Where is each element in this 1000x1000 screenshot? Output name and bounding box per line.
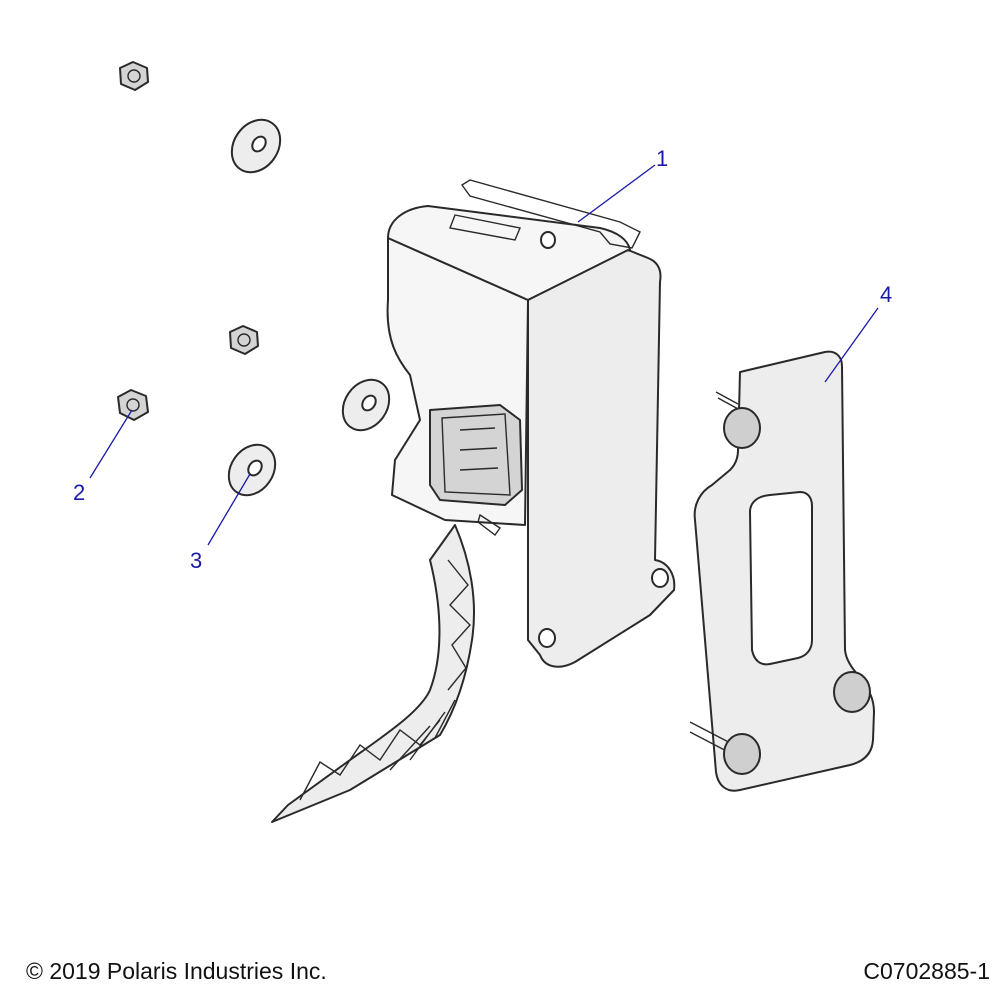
- callout-3: 3: [190, 548, 202, 573]
- leader-line-3: [207, 473, 251, 546]
- leader-line-1: [577, 164, 656, 223]
- accelerator-pedal-assembly[interactable]: [271, 179, 676, 823]
- copyright-text: © 2019 Polaris Industries Inc.: [26, 958, 327, 984]
- figure-code: C0702885-1: [863, 958, 990, 984]
- hex-nut-callout-2[interactable]: [117, 389, 149, 421]
- callout-1: 1: [656, 146, 668, 171]
- callout-2: 2: [73, 480, 85, 505]
- washer-callout-3[interactable]: [219, 436, 284, 504]
- washer-middle[interactable]: [333, 371, 398, 439]
- washer-top[interactable]: [222, 110, 290, 181]
- callout-4: 4: [880, 282, 892, 307]
- hex-nut-top[interactable]: [119, 61, 149, 91]
- hex-nut-middle[interactable]: [229, 325, 259, 355]
- leader-line-4: [824, 307, 879, 383]
- mounting-plate[interactable]: [689, 350, 875, 792]
- leader-line-2: [89, 409, 133, 479]
